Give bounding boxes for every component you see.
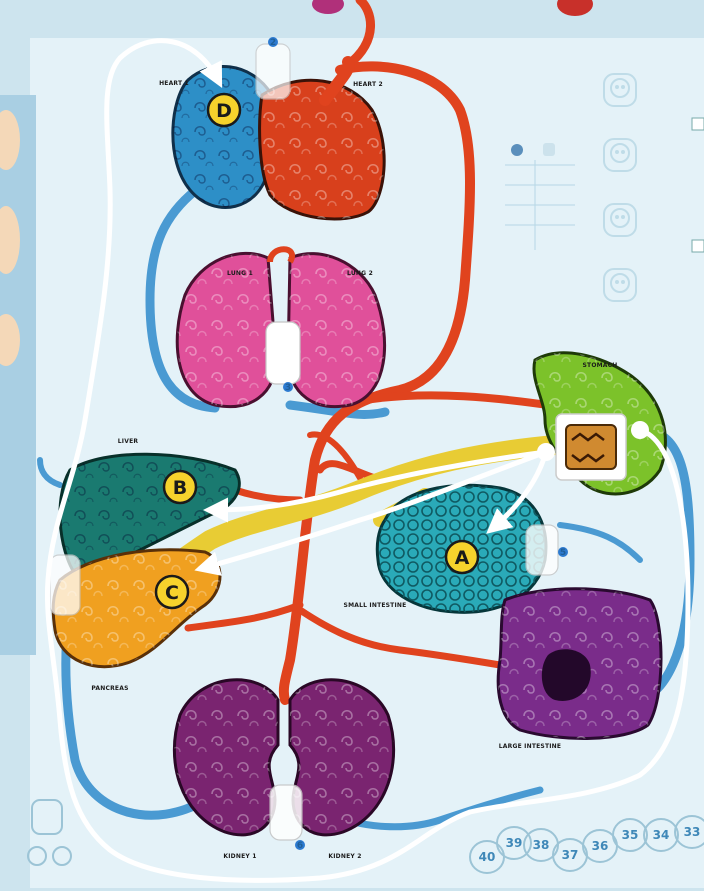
track-number: 36	[592, 839, 609, 853]
heart-slot-number: 2	[270, 38, 276, 48]
lungs-slot-number: 3	[285, 383, 291, 393]
track-number: 35	[622, 828, 639, 842]
small-intestine-label: SMALL INTESTINE	[344, 602, 407, 609]
marker-a: A	[446, 541, 478, 573]
marker-d: D	[208, 94, 240, 126]
heart-2-label: HEART 2	[353, 81, 383, 88]
marker-b-label: B	[173, 477, 187, 499]
kidneys-slot-number: 6	[297, 841, 303, 851]
marker-c: C	[156, 576, 188, 608]
left-side-panel	[0, 95, 36, 655]
track-number: 39	[506, 836, 523, 850]
marker-b: B	[164, 471, 196, 503]
track-number: 38	[533, 838, 550, 852]
small-intestine-slot-number: 5	[560, 548, 566, 558]
food-tile-icon[interactable]	[556, 414, 626, 480]
track-number: 34	[653, 828, 670, 842]
organ-slot-icon	[50, 555, 80, 615]
left-edge-cards	[0, 110, 20, 366]
heart-1-label: HEART 1	[159, 80, 189, 87]
large-intestine	[498, 589, 661, 739]
track-number: 37	[562, 848, 579, 862]
kidney-1-label: KIDNEY 1	[223, 853, 256, 860]
kidney-2-label: KIDNEY 2	[328, 853, 361, 860]
organ-slot-icon	[266, 322, 300, 392]
route-start-node	[631, 421, 649, 439]
lung-1-label: LUNG 1	[227, 270, 253, 277]
route-start-node	[537, 443, 555, 461]
track-number: 40	[479, 850, 496, 864]
stomach-label: STOMACH	[583, 362, 618, 369]
track-number: 33	[684, 825, 701, 839]
lung-2-label: LUNG 2	[347, 270, 373, 277]
marker-a-label: A	[455, 547, 470, 569]
liver-label: LIVER	[118, 438, 139, 445]
large-intestine-label: LARGE INTESTINE	[499, 743, 561, 750]
pancreas-label: PANCREAS	[91, 685, 128, 692]
marker-d-label: D	[216, 100, 232, 122]
marker-c-label: C	[165, 582, 179, 604]
